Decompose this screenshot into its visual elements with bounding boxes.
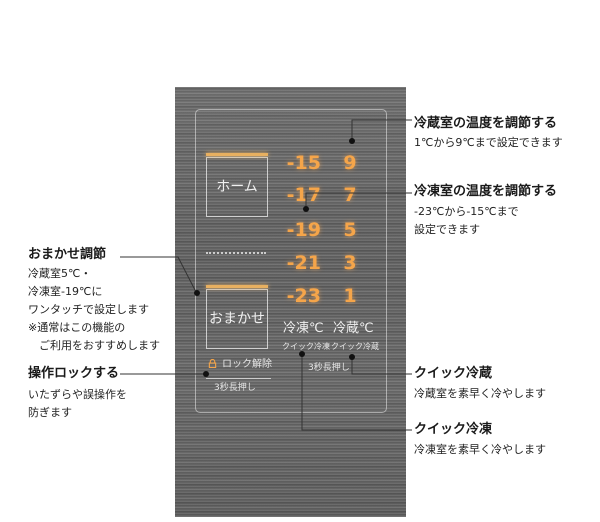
dotted-divider [206,252,266,254]
quick-chill-button[interactable]: クイック冷蔵 [331,342,379,351]
freezer-temp-option[interactable]: -17 [286,184,321,206]
omakase-indicator-bar [206,285,268,288]
quick-chill-callout-desc: 冷蔵室を素早く冷やします [414,387,546,400]
omakase-callout-desc: 冷凍室-19℃に [28,285,103,298]
freezer-temp-callout-title: 冷凍室の温度を調節する [414,184,558,199]
fridge-label: 冷蔵℃ [333,321,374,336]
fridge-temp-option[interactable]: 9 [343,152,357,174]
home-button-label: ホーム [216,179,258,195]
lock-release-button[interactable]: ロック解除 [222,359,272,370]
fridge-temp-option[interactable]: 3 [343,252,357,274]
freezer-temp-option[interactable]: -15 [286,152,321,174]
omakase-callout-title: おまかせ調節 [28,247,107,262]
omakase-callout-desc: 冷蔵室5℃・ [28,267,92,280]
fridge-temp-callout-desc: 1℃から9℃まで設定できます [414,136,563,149]
quick-freeze-button[interactable]: クイック冷凍 [282,342,330,351]
quick-freeze-callout-title: クイック冷凍 [414,422,493,437]
freezer-temp-option[interactable]: -19 [286,219,321,241]
freezer-temp-callout-desc: -23℃から-15℃まで [414,205,519,218]
fridge-temp-callout-title: 冷蔵室の温度を調節する [414,116,558,131]
lock-callout-desc: 防ぎます [28,406,72,419]
freezer-temp-callout-desc: 設定できます [414,223,480,236]
freezer-temp-option[interactable]: -23 [286,285,321,307]
fridge-temp-option[interactable]: 5 [343,219,357,241]
fridge-temp-option[interactable]: 7 [343,184,357,206]
omakase-callout-desc: ご利用をおすすめします [28,339,160,352]
lock-hold-label: 3秒長押し [214,383,256,393]
omakase-callout-desc: ワンタッチで設定します [28,303,149,316]
lock-callout-title: 操作ロックする [28,366,120,381]
freezer-temp-option[interactable]: -21 [286,252,321,274]
lock-icon [208,359,217,368]
freezer-label: 冷凍℃ [283,321,324,336]
lock-callout-desc: いたずらや誤操作を [28,388,127,401]
quick-chill-callout-title: クイック冷蔵 [414,366,493,381]
home-indicator-bar [206,153,268,156]
fridge-temp-option[interactable]: 1 [343,285,357,307]
panel-inner-frame [195,109,387,413]
home-mode-button[interactable]: ホーム [206,153,268,217]
lock-underline [206,378,271,379]
quick-hold-label: 3秒長押し [308,363,350,373]
omakase-mode-button[interactable]: おまかせ [206,285,268,349]
control-panel [175,87,406,517]
omakase-button-label: おまかせ [209,311,265,327]
quick-freeze-callout-desc: 冷凍室を素早く冷やします [414,443,546,456]
omakase-callout-desc: ※通常はこの機能の [28,321,126,334]
